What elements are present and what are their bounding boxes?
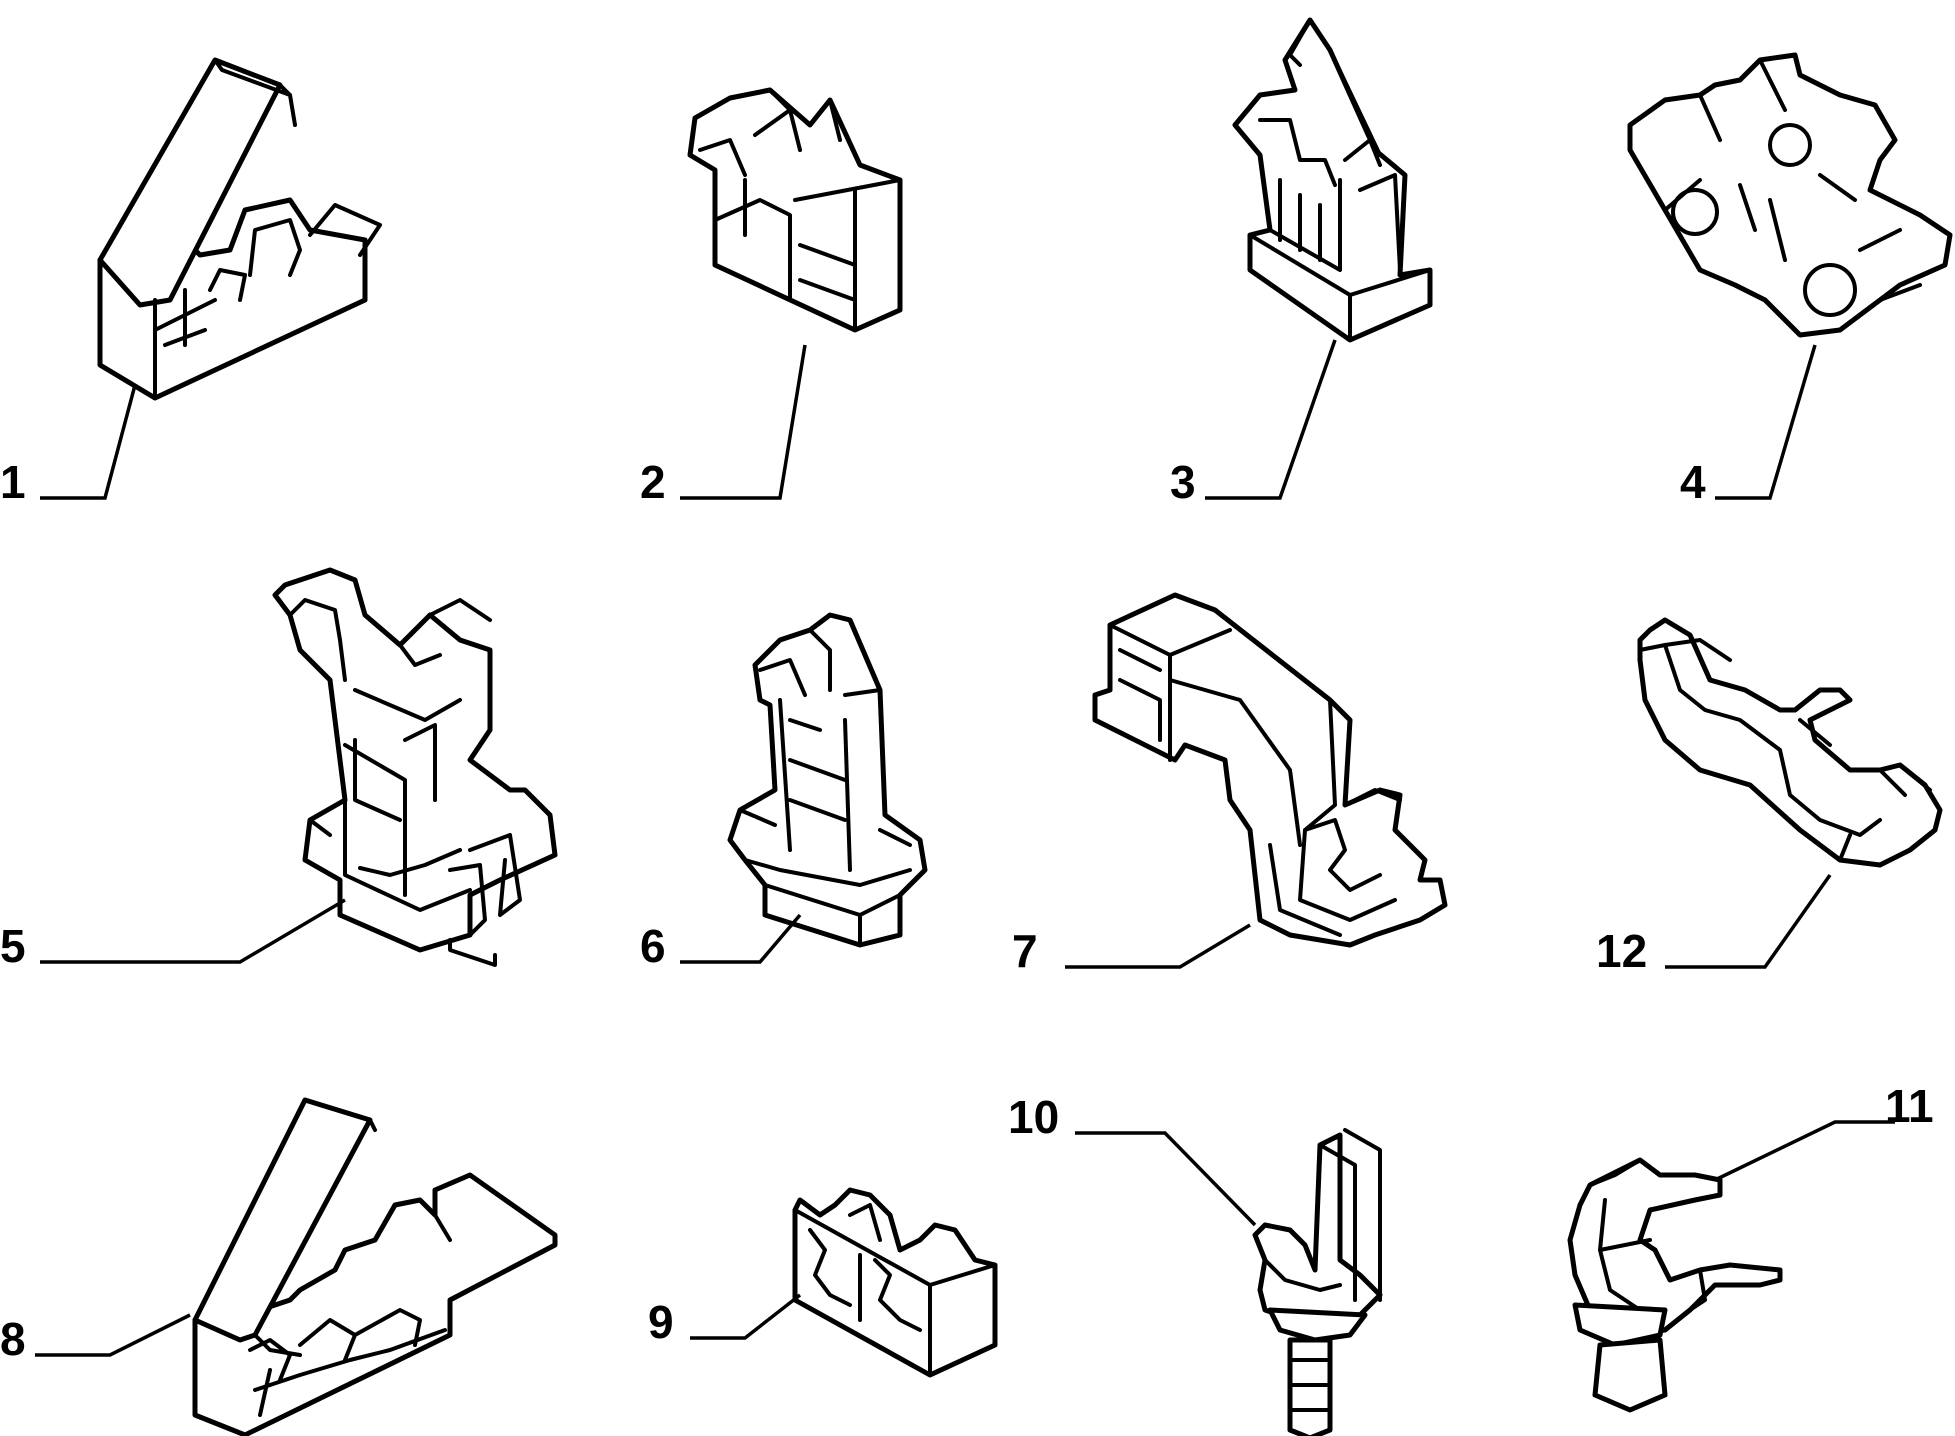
- leader-line-12: [1665, 873, 1832, 969]
- part-7-bridge-bracket-clip-icon: [1092, 592, 1448, 948]
- part-5-pipe-clip-with-flange-and-bracket-icon: [272, 567, 558, 967]
- part-number-2: 2: [640, 456, 666, 508]
- part-10-single-hook-clip-with-stud-icon: [1252, 1128, 1383, 1436]
- callout-12: 12: [1596, 873, 1832, 977]
- callout-5: 5: [0, 898, 346, 972]
- callout-7: 7: [1012, 923, 1251, 977]
- part-number-3: 3: [1170, 456, 1196, 508]
- callout-9: 9: [648, 1293, 802, 1348]
- part-12-double-open-pipe-clip-icon: [1637, 617, 1943, 868]
- callout-8: 8: [0, 1313, 191, 1365]
- part-number-8: 8: [0, 1313, 26, 1365]
- leader-line-11: [1714, 1120, 1895, 1182]
- part-6-push-in-pipe-clip-with-disc-icon: [727, 612, 928, 948]
- callout-3: 3: [1170, 339, 1337, 508]
- part-number-11: 11: [1885, 1080, 1934, 1132]
- part-3-pipe-clip-with-base-plate-icon: [1232, 17, 1433, 343]
- part-number-4: 4: [1680, 456, 1706, 508]
- part-number-5: 5: [0, 920, 26, 972]
- leader-line-6: [680, 913, 802, 964]
- callout-1: 1: [0, 384, 137, 508]
- leader-line-7: [1065, 923, 1251, 969]
- part-11-ring-clip-with-stud-icon: [1567, 1157, 1783, 1413]
- leader-line-2: [680, 344, 807, 500]
- part-number-1: 1: [0, 456, 26, 508]
- leader-line-8: [35, 1313, 191, 1357]
- part-number-7: 7: [1012, 925, 1038, 977]
- callout-4: 4: [1680, 344, 1817, 508]
- part-1-twin-pipe-clip-with-hinged-lid-icon: [97, 57, 382, 401]
- leader-line-3: [1205, 339, 1337, 500]
- part-9-double-pipe-clip-block-icon: [792, 1187, 998, 1378]
- part-number-9: 9: [648, 1296, 674, 1348]
- part-8-triple-pipe-clip-with-long-lid-icon: [192, 1097, 558, 1436]
- part-4-triple-pipe-clip-icon: [1627, 52, 1953, 338]
- callout-2: 2: [640, 344, 807, 508]
- leader-line-4: [1715, 344, 1817, 500]
- callout-11: 11: [1714, 1080, 1934, 1182]
- leader-line-10: [1075, 1131, 1257, 1227]
- part-number-12: 12: [1596, 925, 1647, 977]
- callout-6: 6: [640, 913, 802, 972]
- part-number-6: 6: [640, 920, 666, 972]
- leader-line-1: [40, 384, 137, 500]
- part-2-single-pipe-clip-block-icon: [687, 87, 903, 333]
- leader-line-9: [690, 1293, 802, 1340]
- part-number-10: 10: [1008, 1091, 1059, 1143]
- leader-line-5: [40, 898, 346, 964]
- callout-10: 10: [1008, 1091, 1257, 1227]
